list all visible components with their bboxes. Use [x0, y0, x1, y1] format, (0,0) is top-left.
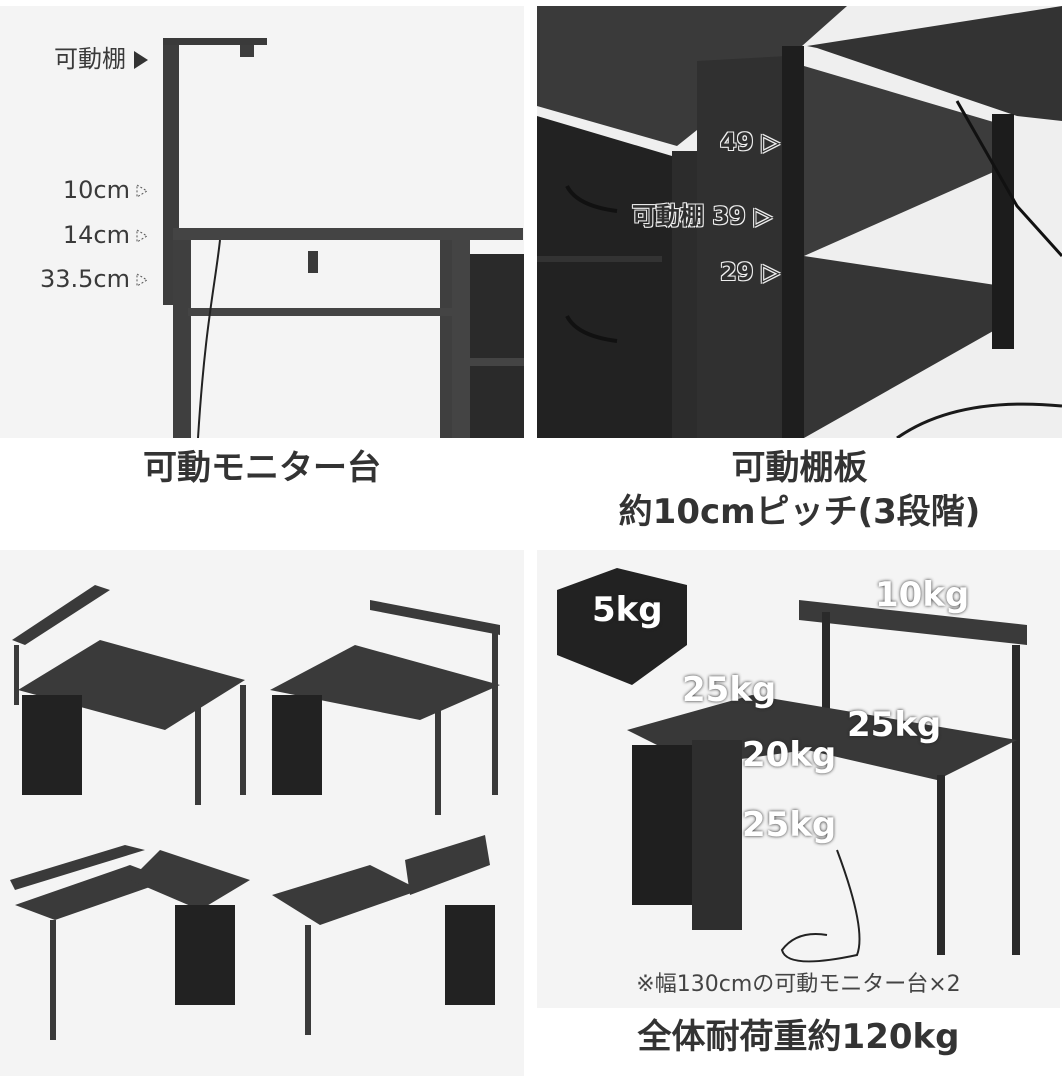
monitor-stand-width-note: ※幅130cmの可動モニター台×2 [636, 972, 961, 997]
lower-shelf-weight-label: 25kg [742, 805, 837, 845]
solid-arrow-icon [134, 51, 148, 69]
shelf-board-caption: 可動棚板 約10cmピッチ(3段階) [618, 448, 981, 532]
desk-configurations-illustration [10, 585, 500, 1040]
dashed-arrow-icon [136, 273, 148, 287]
upper-shelf-weight-label: 20kg [742, 735, 837, 775]
shelf-height-39-label: 可動棚 39 ▷ [632, 202, 773, 230]
monitor-stand-panel: 可動棚 10cm 14cm 33.5cm [0, 6, 524, 438]
config-3 [10, 845, 250, 1040]
side-top-weight-label: 25kg [682, 670, 777, 710]
height-10cm-label: 10cm [63, 176, 148, 204]
dashed-arrow-icon [136, 229, 148, 243]
height-33-5cm-label: 33.5cm [40, 265, 148, 293]
config-1 [12, 585, 246, 805]
drawer-weight-label: 5kg [592, 590, 663, 630]
load-capacity-caption: 全体耐荷重約120kg [637, 1017, 960, 1057]
dashed-arrow-icon [136, 184, 148, 198]
main-top-weight-label: 25kg [847, 705, 942, 745]
shelf-height-49-label: 49 ▷ [720, 128, 781, 156]
shelf-closeup-photo [537, 6, 1062, 438]
configurations-panel [0, 550, 524, 1076]
desk-side-view-illustration [163, 38, 524, 438]
load-capacity-panel: 5kg 10kg 25kg 25kg 20kg 25kg ※幅130cmの可動モ… [537, 550, 1060, 1008]
load-capacity-illustration [557, 568, 1027, 963]
monitor-stand-caption: 可動モニター台 [143, 448, 381, 488]
shelf-board-panel: 49 ▷ 可動棚 39 ▷ 29 ▷ [537, 6, 1062, 438]
monitor-shelf-weight-label: 10kg [875, 575, 970, 615]
height-14cm-label: 14cm [63, 221, 148, 249]
shelf-height-29-label: 29 ▷ [720, 258, 781, 286]
config-2 [270, 600, 500, 815]
movable-shelf-label: 可動棚 [54, 39, 148, 74]
config-4 [272, 835, 495, 1035]
